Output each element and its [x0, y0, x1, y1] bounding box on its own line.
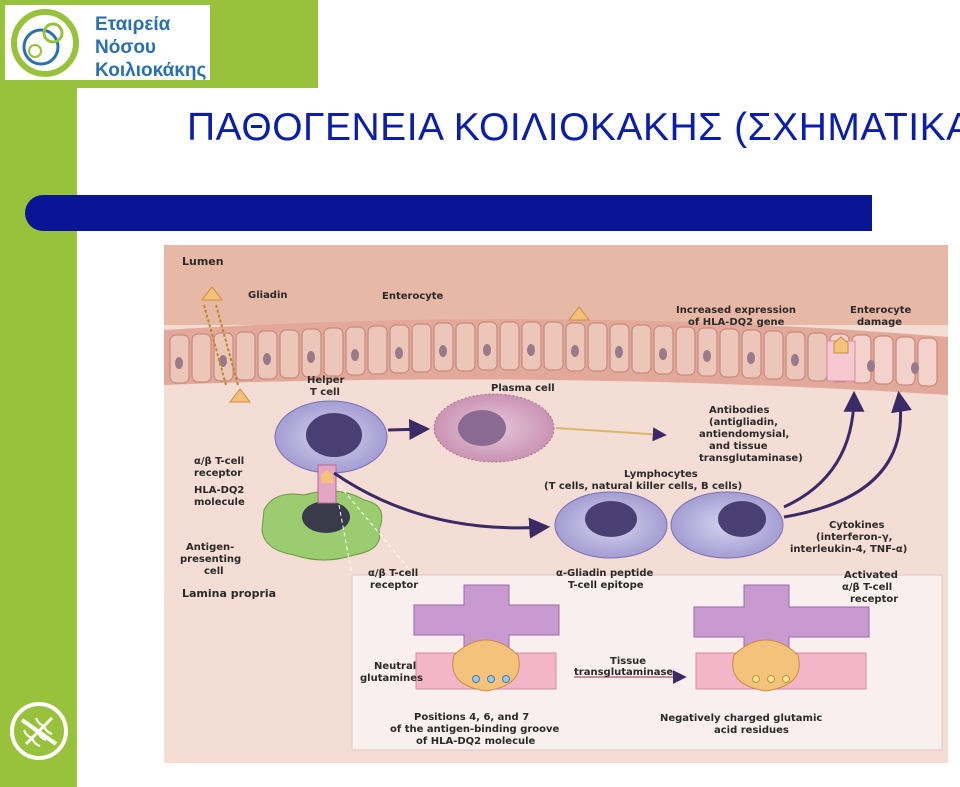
- label-inset-receptor-2: receptor: [370, 580, 418, 591]
- label-activated-3: receptor: [850, 594, 898, 605]
- label-enterocyte-damage-2: damage: [857, 317, 902, 328]
- label-activated-1: Activated: [844, 570, 898, 581]
- label-antibodies-2: (antigliadin,: [709, 417, 778, 428]
- label-plasma-cell: Plasma cell: [491, 383, 555, 394]
- label-ab-receptor-1: α/β T-cell: [194, 456, 244, 467]
- label-positions-1: Positions 4, 6, and 7: [414, 712, 529, 723]
- label-apc-1: Antigen-: [186, 542, 234, 553]
- antigen-presenting-cell: [261, 490, 383, 561]
- gliadin-peptides: [200, 286, 591, 403]
- inset-panel: [351, 574, 943, 751]
- helper-t-cell: [274, 400, 388, 474]
- label-enterocyte-damage-1: Enterocyte: [850, 305, 912, 316]
- label-lumen: Lumen: [182, 255, 224, 268]
- society-name: Εταιρεία Νόσου Κοιλιοκάκης: [95, 13, 206, 82]
- label-inset-receptor-1: α/β T-cell: [368, 568, 418, 579]
- label-hla-1: HLA-DQ2: [194, 485, 244, 496]
- label-neutral-1: Neutral: [374, 661, 416, 672]
- page-title: ΠΑΘΟΓΕΝΕΙΑ ΚΟΙΛΙΟΚΑΚΗΣ (ΣΧΗΜΑΤΙΚΑ): [187, 106, 960, 149]
- label-lymphocytes-2: (T cells, natural killer cells, B cells): [544, 481, 742, 492]
- neutral-glutamine-dots: [472, 675, 510, 683]
- label-tissue-2: transglutaminase: [574, 667, 673, 678]
- label-antibodies-5: transglutaminase): [699, 453, 803, 464]
- zoom-guides: [338, 484, 415, 576]
- lymphocyte-cells: [554, 491, 784, 559]
- right-gliadin-peptide: [732, 639, 800, 692]
- society-logo: Εταιρεία Νόσου Κοιλιοκάκης: [5, 5, 210, 82]
- label-antibodies-3: antiendomysial,: [699, 429, 789, 440]
- label-hla-2: molecule: [194, 497, 245, 508]
- lumen-background: [164, 245, 948, 325]
- label-increased-expression-2: of HLA-DQ2 gene: [688, 317, 785, 328]
- pathway-arrows: [333, 390, 912, 539]
- wheat-emblem-icon: [10, 702, 68, 760]
- label-negative-2: acid residues: [714, 725, 789, 736]
- label-apc-3: cell: [204, 566, 224, 577]
- left-gliadin-peptide: [452, 639, 520, 692]
- enterocyte-hla-dq2-icon: [826, 336, 856, 382]
- label-tissue-1: Tissue: [610, 656, 646, 667]
- society-name-line3: Κοιλιοκάκης: [95, 60, 207, 81]
- label-positions-2: of the antigen-binding groove: [390, 724, 560, 735]
- label-positions-3: of HLA-DQ2 molecule: [416, 736, 536, 747]
- plasma-cell: [433, 393, 555, 463]
- label-gliadin: Gliadin: [248, 290, 288, 301]
- label-inset-peptide-1: α-Gliadin peptide: [556, 568, 653, 579]
- label-increased-expression-1: Increased expression: [676, 305, 796, 316]
- receptor-hla-complex-icon: [317, 464, 337, 504]
- society-name-line2: Νόσου: [95, 37, 156, 58]
- label-cytokines-3: interleukin-4, TNF-α): [790, 544, 907, 555]
- label-enterocyte: Enterocyte: [382, 291, 444, 302]
- title-underline-bar: [25, 195, 872, 231]
- society-name-line1: Εταιρεία: [95, 14, 171, 35]
- pathogenesis-diagram: Lumen Gliadin Enterocyte Increased expre…: [164, 245, 948, 763]
- label-inset-peptide-2: T-cell epitope: [568, 580, 644, 591]
- left-green-band: [0, 0, 77, 787]
- label-activated-2: α/β T-cell: [842, 582, 892, 593]
- label-ab-receptor-2: receptor: [194, 468, 242, 479]
- label-helper-1: Helper: [307, 375, 345, 386]
- label-lymphocytes-1: Lymphocytes: [624, 469, 698, 480]
- label-cytokines-2: (interferon-γ,: [816, 532, 892, 543]
- society-emblem-icon: [11, 9, 79, 77]
- label-antibodies-4: and tissue: [709, 441, 768, 452]
- label-lamina-propria: Lamina propria: [182, 587, 276, 600]
- content-corner: [77, 88, 187, 198]
- glutamic-acid-dots: [752, 675, 790, 683]
- label-antibodies-1: Antibodies: [709, 405, 769, 416]
- label-apc-2: presenting: [180, 554, 241, 565]
- label-neutral-2: glutamines: [360, 673, 423, 684]
- label-cytokines-1: Cytokines: [829, 520, 884, 531]
- left-receptor-shape: [413, 584, 560, 654]
- label-helper-2: T cell: [310, 387, 340, 398]
- right-receptor-shape: [693, 584, 870, 654]
- label-negative-1: Negatively charged glutamic: [660, 713, 822, 724]
